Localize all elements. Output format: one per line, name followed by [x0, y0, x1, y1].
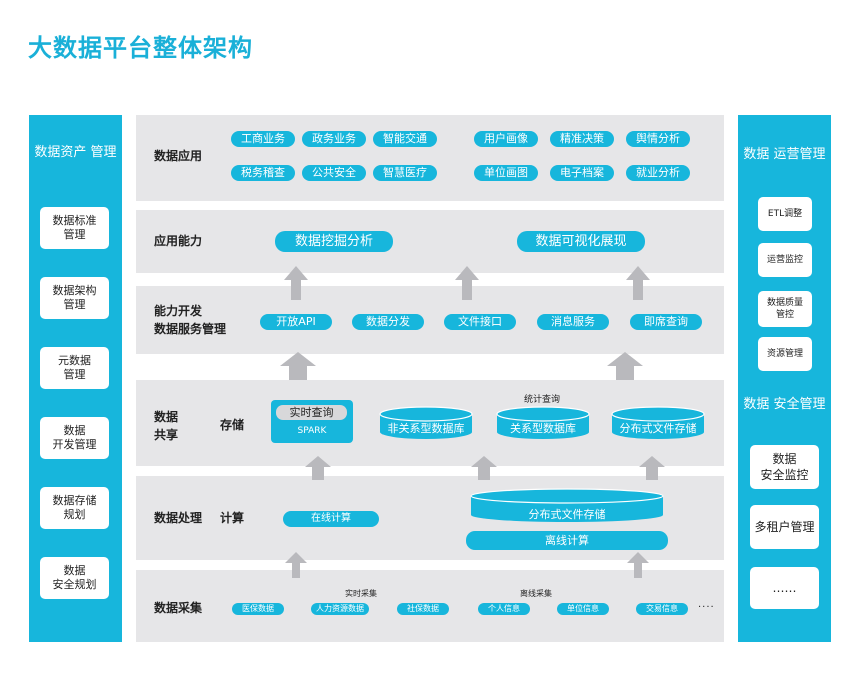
collection-layer: 数据采集 实时采集 离线采集 医保数据 人力资源数据 社保数据 个人信息 单位信…: [136, 570, 724, 642]
processing-layer: 数据处理 计算 在线计算 分布式文件存储 离线计算: [136, 476, 724, 560]
capability-label: 应用能力: [154, 234, 203, 248]
etl-box[interactable]: ETL调整: [758, 197, 812, 231]
app-pill[interactable]: 公共安全: [302, 165, 366, 181]
security-title: 数据 安全管理: [743, 397, 826, 412]
app-pill[interactable]: 税务稽查: [231, 165, 295, 181]
source-pill[interactable]: 人力资源数据: [311, 603, 369, 615]
metadata-management-box[interactable]: 元数据 管理: [40, 347, 109, 389]
source-pill[interactable]: 单位信息: [557, 603, 609, 615]
visualization-pill[interactable]: 数据可视化展现: [517, 231, 645, 252]
app-pill[interactable]: 智慧医疗: [373, 165, 437, 181]
asset-management-panel: 数据资产 管理 数据标准 管理 数据架构 管理 元数据 管理 数据 开发管理 数…: [29, 115, 122, 642]
up-arrow-icon: [285, 552, 307, 578]
relational-db-cylinder[interactable]: [496, 406, 590, 440]
app-pill[interactable]: 用户画像: [474, 131, 538, 147]
compute-label: 计算: [220, 511, 245, 525]
security-monitor-box[interactable]: 数据 安全监控: [750, 445, 819, 489]
multi-tenant-box[interactable]: 多租户管理: [750, 505, 819, 549]
application-label: 数据应用: [154, 149, 203, 163]
asset-management-title: 数据资产 管理: [34, 145, 117, 160]
service-pill[interactable]: 即席查询: [630, 314, 702, 330]
source-pill[interactable]: 医保数据: [232, 603, 284, 615]
up-arrow-icon: [280, 352, 316, 380]
dfs-compute-label: 分布式文件存储: [528, 508, 606, 521]
service-pill[interactable]: 数据分发: [352, 314, 424, 330]
up-arrow-icon: [284, 266, 308, 300]
app-pill[interactable]: 单位画图: [474, 165, 538, 181]
dfs-compute-cylinder[interactable]: [470, 488, 664, 524]
app-pill[interactable]: 政务业务: [302, 131, 366, 147]
service-pill[interactable]: 开放API: [260, 314, 332, 330]
security-planning-box[interactable]: 数据 安全规划: [40, 557, 109, 599]
source-pill[interactable]: 交易信息: [636, 603, 688, 615]
spark-label: SPARK: [297, 426, 327, 436]
standard-management-box[interactable]: 数据标准 管理: [40, 207, 109, 249]
storage-label: 存储: [220, 418, 245, 432]
page-title: 大数据平台整体架构: [28, 34, 253, 62]
source-pill[interactable]: 个人信息: [478, 603, 530, 615]
realtime-collect-caption: 实时采集: [345, 589, 377, 598]
relational-db-label: 关系型数据库: [510, 422, 576, 435]
up-arrow-icon: [639, 456, 665, 480]
collection-label: 数据采集: [154, 601, 203, 615]
nosql-db-cylinder[interactable]: [379, 406, 473, 440]
sharing-layer: 数据 共享 存储 实时查询 SPARK 统计查询 非关系型数据库 关系型数据库 …: [136, 380, 724, 466]
more-box[interactable]: ……: [750, 567, 819, 609]
up-arrow-icon: [471, 456, 497, 480]
mining-analysis-pill[interactable]: 数据挖掘分析: [275, 231, 393, 252]
offline-compute-pill[interactable]: 离线计算: [466, 531, 668, 550]
spark-box[interactable]: 实时查询 SPARK: [271, 400, 353, 443]
up-arrow-icon: [455, 266, 479, 300]
service-pill[interactable]: 消息服务: [537, 314, 609, 330]
source-pill[interactable]: 社保数据: [397, 603, 449, 615]
resource-box[interactable]: 资源管理: [758, 337, 812, 371]
app-pill[interactable]: 电子档案: [550, 165, 614, 181]
up-arrow-icon: [305, 456, 331, 480]
dfs-storage-label: 分布式文件存储: [619, 422, 697, 435]
dev-management-box[interactable]: 数据 开发管理: [40, 417, 109, 459]
application-layer: 数据应用 工商业务 政务业务 智能交通 用户画像 精准决策 舆情分析 税务稽查 …: [136, 115, 724, 201]
storage-planning-box[interactable]: 数据存储 规划: [40, 487, 109, 529]
realtime-query-pill[interactable]: 实时查询: [276, 405, 347, 420]
up-arrow-icon: [607, 352, 643, 380]
offline-collect-caption: 离线采集: [520, 589, 552, 598]
service-label: 能力开发 数据服务管理: [154, 304, 227, 336]
dfs-storage-cylinder[interactable]: [611, 406, 705, 440]
online-compute-pill[interactable]: 在线计算: [283, 511, 379, 527]
operations-title: 数据 运营管理: [743, 147, 826, 162]
service-pill[interactable]: 文件接口: [444, 314, 516, 330]
service-layer: 能力开发 数据服务管理 开放API 数据分发 文件接口 消息服务 即席查询: [136, 286, 724, 354]
app-pill[interactable]: 舆情分析: [626, 131, 690, 147]
app-pill[interactable]: 工商业务: [231, 131, 295, 147]
architecture-management-box[interactable]: 数据架构 管理: [40, 277, 109, 319]
stat-query-caption: 统计查询: [524, 395, 561, 405]
app-pill[interactable]: 就业分析: [626, 165, 690, 181]
operations-security-panel: 数据 运营管理 ETL调整 运营监控 数据质量 管控 资源管理 数据 安全管理 …: [738, 115, 831, 642]
processing-label: 数据处理: [154, 511, 203, 525]
app-pill[interactable]: 智能交通: [373, 131, 437, 147]
sharing-label: 数据 共享: [154, 410, 179, 442]
app-pill[interactable]: 精准决策: [550, 131, 614, 147]
up-arrow-icon: [627, 552, 649, 578]
quality-box[interactable]: 数据质量 管控: [758, 291, 812, 327]
monitoring-box[interactable]: 运营监控: [758, 243, 812, 277]
more-sources-ellipsis: ····: [698, 602, 715, 613]
up-arrow-icon: [626, 266, 650, 300]
nosql-db-label: 非关系型数据库: [387, 422, 465, 435]
capability-layer: 应用能力 数据挖掘分析 数据可视化展现: [136, 210, 724, 273]
